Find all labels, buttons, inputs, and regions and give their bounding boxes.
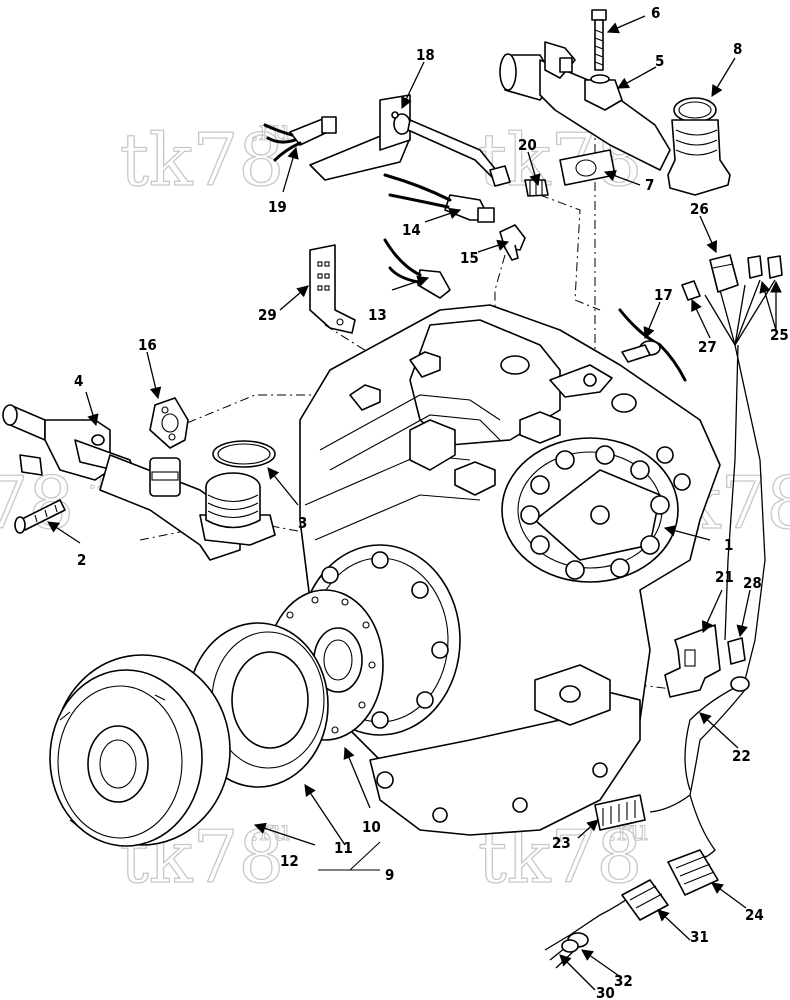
compressor-body [299, 304, 721, 836]
callout-9: 9 [385, 866, 394, 884]
callout-6: 6 [651, 4, 660, 22]
connector-31 [621, 879, 669, 921]
terminals-25 [747, 255, 783, 279]
callout-21: 21 [715, 568, 734, 586]
clamp-17 [618, 308, 687, 382]
terminal-27 [681, 280, 701, 301]
callout-7: 7 [645, 176, 654, 194]
callout-19: 19 [268, 198, 287, 216]
callout-3: 3 [298, 514, 307, 532]
watermark-top-left: tk78 [120, 118, 284, 202]
callout-4: 4 [74, 372, 83, 390]
callout-numbers: 1 2 3 4 5 6 7 8 9 10 11 12 13 14 15 16 1… [74, 4, 789, 1000]
leader-arrows [47, 15, 782, 991]
callout-22: 22 [732, 747, 751, 765]
callout-29: 29 [258, 306, 277, 324]
o-ring-3 [212, 440, 276, 468]
suction-flange [199, 472, 276, 546]
callout-28: 28 [743, 574, 762, 592]
callout-15: 15 [460, 249, 479, 267]
head-bolts [520, 445, 691, 580]
callout-24: 24 [745, 906, 764, 924]
callout-30: 30 [596, 984, 615, 1000]
callout-25: 25 [770, 326, 789, 344]
connector-26 [709, 254, 739, 293]
callout-27: 27 [698, 338, 717, 356]
callout-2: 2 [77, 551, 86, 569]
callout-13: 13 [368, 306, 387, 324]
callout-5: 5 [655, 52, 664, 70]
discharge-valve-group [499, 9, 671, 171]
callout-10: 10 [362, 818, 381, 836]
fitting-15 [499, 224, 526, 261]
callout-20: 20 [518, 136, 537, 154]
bracket-21 [664, 624, 721, 698]
callout-8: 8 [733, 40, 742, 58]
callout-11: 11 [334, 839, 353, 857]
callout-12: 12 [280, 852, 299, 870]
pulley-12 [49, 654, 231, 847]
callout-14: 14 [402, 221, 421, 239]
callout-23: 23 [552, 834, 571, 852]
callout-18: 18 [416, 46, 435, 64]
seal-32 [561, 932, 589, 953]
callout-1: 1 [724, 536, 733, 554]
discharge-fitting-8 [667, 97, 731, 196]
pressure-switch-19 [263, 116, 337, 162]
assembly-bracket-9 [318, 841, 381, 871]
callout-17: 17 [654, 286, 673, 304]
bracket-18 [309, 94, 501, 181]
gasket-16 [149, 397, 189, 449]
grommet-28 [727, 637, 750, 692]
clutch-assembly [49, 589, 384, 847]
bracket-29 [309, 244, 356, 334]
callout-32: 32 [614, 972, 633, 990]
callout-26: 26 [690, 200, 709, 218]
callout-16: 16 [138, 336, 157, 354]
callout-31: 31 [690, 928, 709, 946]
connector-24 [667, 849, 719, 896]
